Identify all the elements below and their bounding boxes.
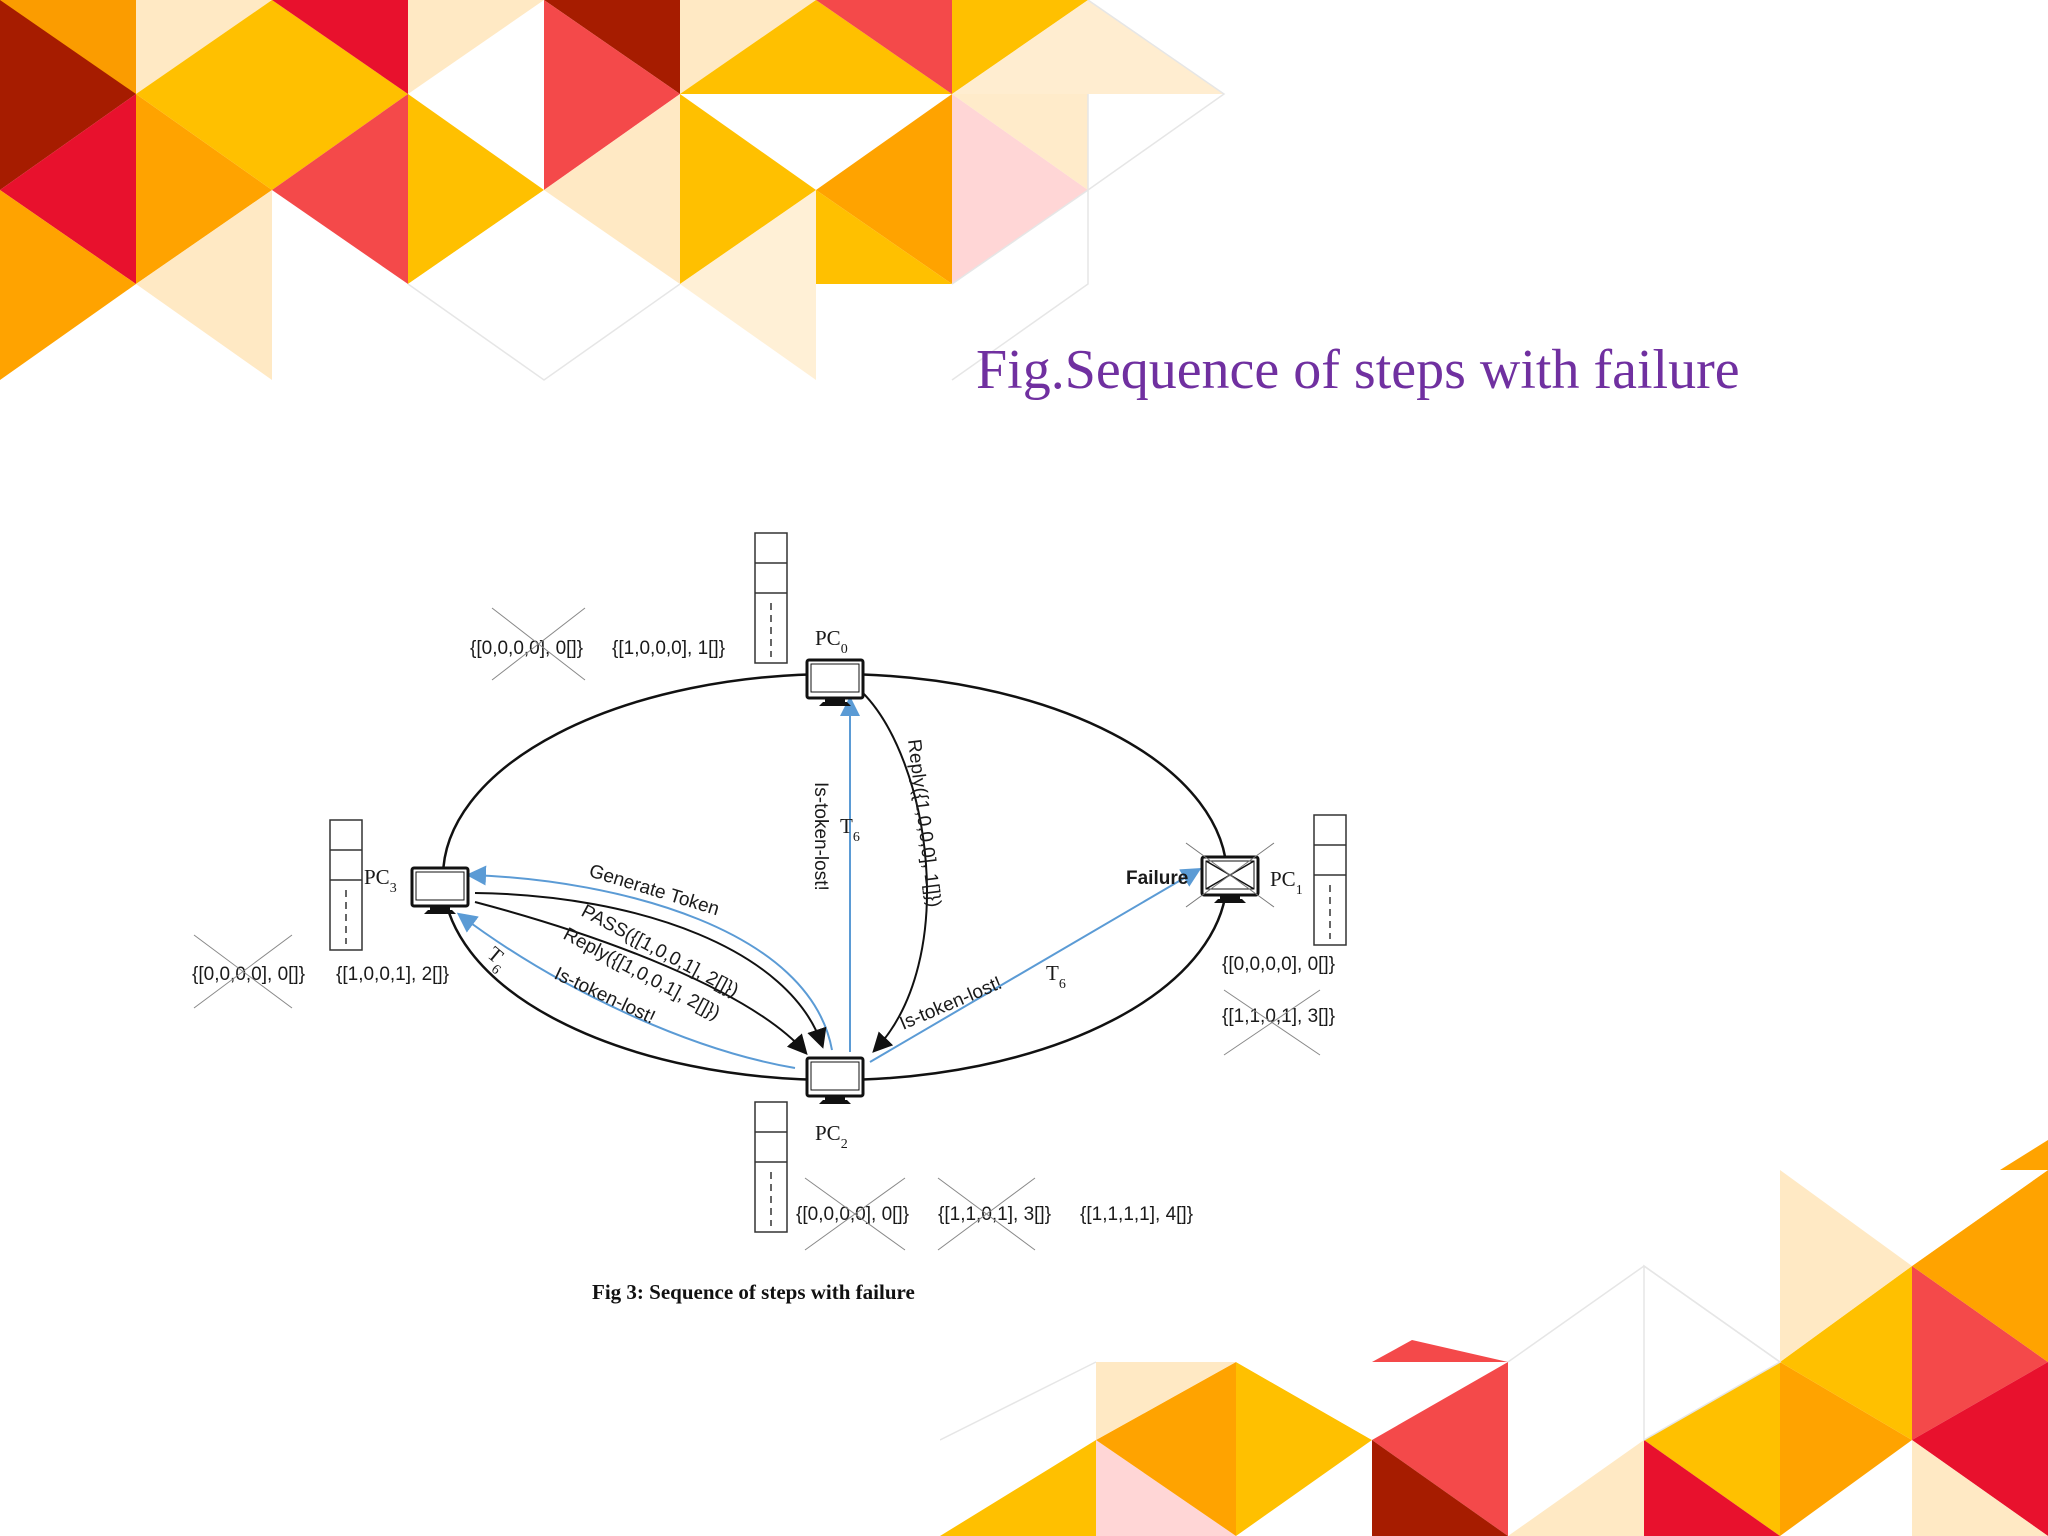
decorative-triangles-bottom-right (940, 1140, 2048, 1536)
computer-icon (805, 1056, 865, 1106)
pc0-state-1: {[0,0,0,0], 0[]} (470, 638, 583, 659)
arrow-generate-token (466, 865, 833, 1051)
pc2-node (805, 1056, 865, 1106)
pc3-node (410, 866, 470, 916)
strike-pc2-state-2b (937, 1177, 1036, 1251)
pc1-state-2: {[1,1,0,1], 3[]} (1222, 1006, 1335, 1027)
queue-pc2 (754, 1101, 788, 1233)
pc3-state-1: {[0,0,0,0], 0[]} (192, 964, 305, 985)
queue-pc3 (329, 819, 363, 951)
failure-label: Failure (1126, 868, 1188, 889)
computer-icon (410, 866, 470, 916)
pc2-state-1: {[0,0,0,0], 0[]} (796, 1204, 909, 1225)
pc0-label: PC0 (815, 626, 848, 657)
pc3-label: PC3 (364, 865, 397, 896)
timer-label-pc0: T6 (840, 814, 860, 845)
strike-pc3-state-1b (193, 934, 293, 1009)
pc1-state-1: {[0,0,0,0], 0[]} (1222, 954, 1335, 975)
pc0-state-2: {[1,0,0,0], 1[]} (612, 638, 725, 659)
pc1-node (1185, 842, 1275, 908)
label-is-token-lost-pc0: Is-token-lost! (810, 782, 831, 891)
slide-title: Fig.Sequence of steps with failure (976, 339, 1740, 401)
token-ring (441, 672, 1229, 1082)
arrow-pass (474, 892, 827, 1049)
arrow-reply-pc3 (474, 901, 808, 1055)
pc2-label: PC2 (815, 1121, 848, 1152)
computer-icon (805, 658, 865, 708)
arrow-reply-pc0 (861, 691, 928, 1053)
pc2-state-2: {[1,1,0,1], 3[]} (938, 1204, 1051, 1225)
queue-pc0 (754, 532, 788, 664)
arrow-is-token-lost-pc3 (456, 912, 796, 1069)
pc2-state-3: {[1,1,1,1], 4[]} (1080, 1204, 1193, 1225)
pc0-node (805, 658, 865, 708)
strike-pc0-state-1b (491, 607, 586, 681)
pc3-state-2: {[1,0,0,1], 2[]} (336, 964, 449, 985)
figure-caption: Fig 3: Sequence of steps with failure (592, 1280, 915, 1304)
pc1-label: PC1 (1270, 867, 1303, 898)
queue-pc1 (1313, 814, 1347, 946)
strike-pc1-state-2b (1223, 989, 1321, 1056)
label-reply-pc0: Reply({1,0,0,0], 1[]}) (903, 738, 944, 908)
decorative-triangles-top-left (0, 0, 1226, 381)
strike-pc2-state-1b (804, 1177, 906, 1251)
timer-label-pc1: T6 (1046, 961, 1066, 992)
timer-label-pc3: T6 (479, 941, 514, 977)
arrow-is-token-lost-pc1 (869, 867, 1202, 1063)
